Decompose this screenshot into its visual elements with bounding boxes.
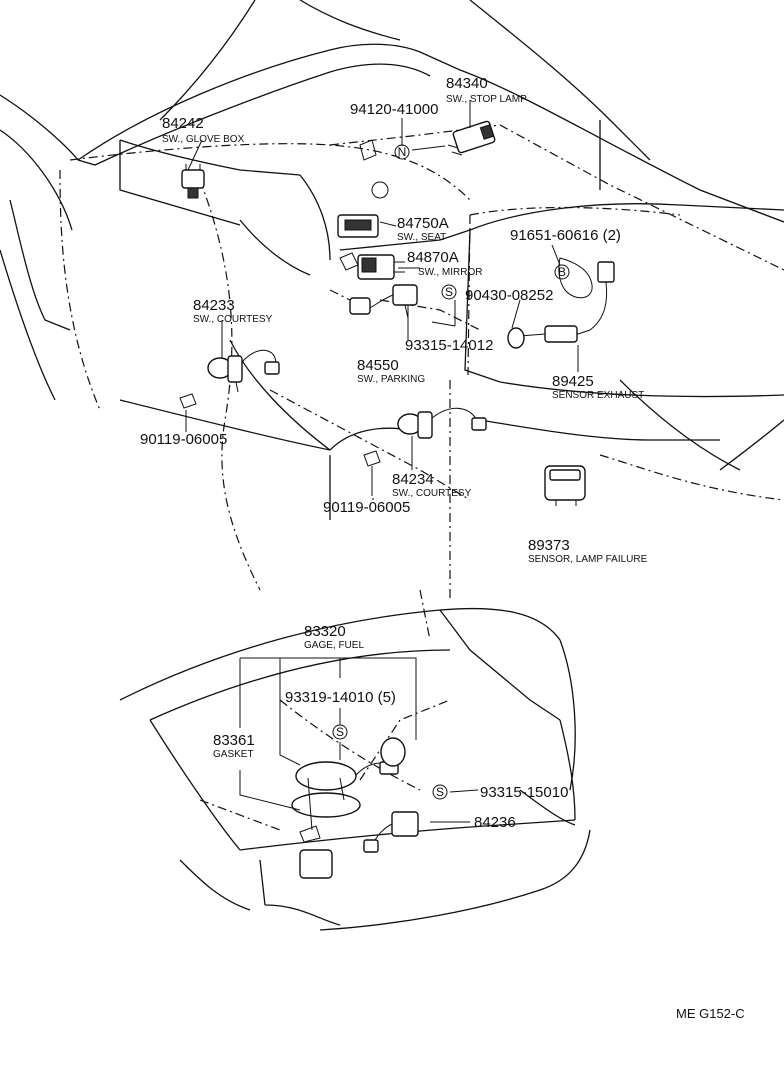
- courtesy-switch-left-graphic: [179, 349, 280, 409]
- part-number-93319-14010: 93319-14010 (5): [285, 689, 396, 706]
- part-number-93315-15010: 93315-15010: [480, 784, 568, 801]
- symbol-n: N: [394, 144, 410, 160]
- part-name-glove-box: SW., GLOVE BOX: [162, 134, 245, 145]
- glove-box-switch-graphic: [181, 164, 205, 199]
- part-number-83320: 83320: [304, 623, 346, 640]
- part-name-gage-fuel: GAGE, FUEL: [304, 640, 364, 651]
- part-name-parking: SW., PARKING: [357, 374, 425, 385]
- symbol-s-upper: S: [441, 284, 457, 300]
- part-number-84870a: 84870A: [407, 249, 459, 266]
- part-name-sensor-exhaust: SENSOR EXHAUST: [552, 390, 644, 401]
- lower-body-outline: [119, 589, 591, 931]
- part-number-84550: 84550: [357, 357, 399, 374]
- leader-lines: [185, 100, 579, 823]
- part-name-gasket: GASKET: [213, 749, 254, 760]
- part-number-89425: 89425: [552, 373, 594, 390]
- svg-text:S: S: [336, 725, 344, 739]
- part-number-90119-06005-left: 90119-06005: [140, 431, 227, 448]
- seat-switch-graphic: [337, 214, 379, 238]
- part-number-83361: 83361: [213, 732, 255, 749]
- part-number-89373: 89373: [528, 537, 570, 554]
- part-number-84233: 84233: [193, 297, 235, 314]
- svg-text:S: S: [436, 785, 444, 799]
- part-number-90430-08252: 90430-08252: [465, 287, 553, 304]
- switch-84236-graphic: [363, 811, 419, 853]
- part-number-84242: 84242: [162, 115, 204, 132]
- part-number-91651-60616: 91651-60616 (2): [510, 227, 621, 244]
- part-name-courtesy-left: SW., COURTESY: [193, 314, 273, 325]
- symbol-s-fuel: S: [332, 724, 348, 740]
- fuel-gage-graphic: [291, 737, 406, 879]
- stop-lamp-switch-graphic: [359, 120, 496, 199]
- part-number-84236: 84236: [474, 814, 516, 831]
- part-number-93315-14012: 93315-14012: [405, 337, 493, 354]
- svg-text:N: N: [398, 145, 407, 159]
- exhaust-sensor-graphic: [507, 257, 615, 349]
- symbol-b: B: [554, 264, 570, 280]
- symbol-s-lower: S: [432, 784, 448, 800]
- svg-text:B: B: [558, 265, 566, 279]
- lamp-failure-sensor-graphic: [544, 465, 586, 506]
- part-number-84234: 84234: [392, 471, 434, 488]
- upper-body-outline: [0, 0, 784, 600]
- part-number-94120-41000: 94120-41000: [350, 101, 438, 118]
- part-name-seat: SW., SEAT: [397, 232, 446, 243]
- part-name-courtesy-right: SW., COURTESY: [392, 488, 472, 499]
- labels: 84340 SW., STOP LAMP 94120-41000 84242 S…: [140, 75, 745, 1021]
- part-name-lamp-failure: SENSOR, LAMP FAILURE: [528, 554, 648, 565]
- mirror-switch-graphic: [339, 252, 405, 280]
- part-number-84750a: 84750A: [397, 215, 449, 232]
- figure-reference: ME G152-C: [676, 1006, 745, 1021]
- part-name-stop-lamp: SW., STOP LAMP: [446, 94, 527, 105]
- part-number-90119-06005-right: 90119-06005: [323, 499, 410, 516]
- parking-switch-graphic: [349, 284, 418, 319]
- courtesy-switch-right-graphic: [363, 407, 487, 496]
- svg-text:S: S: [445, 285, 453, 299]
- part-name-mirror: SW., MIRROR: [418, 267, 482, 278]
- part-number-84340: 84340: [446, 75, 488, 92]
